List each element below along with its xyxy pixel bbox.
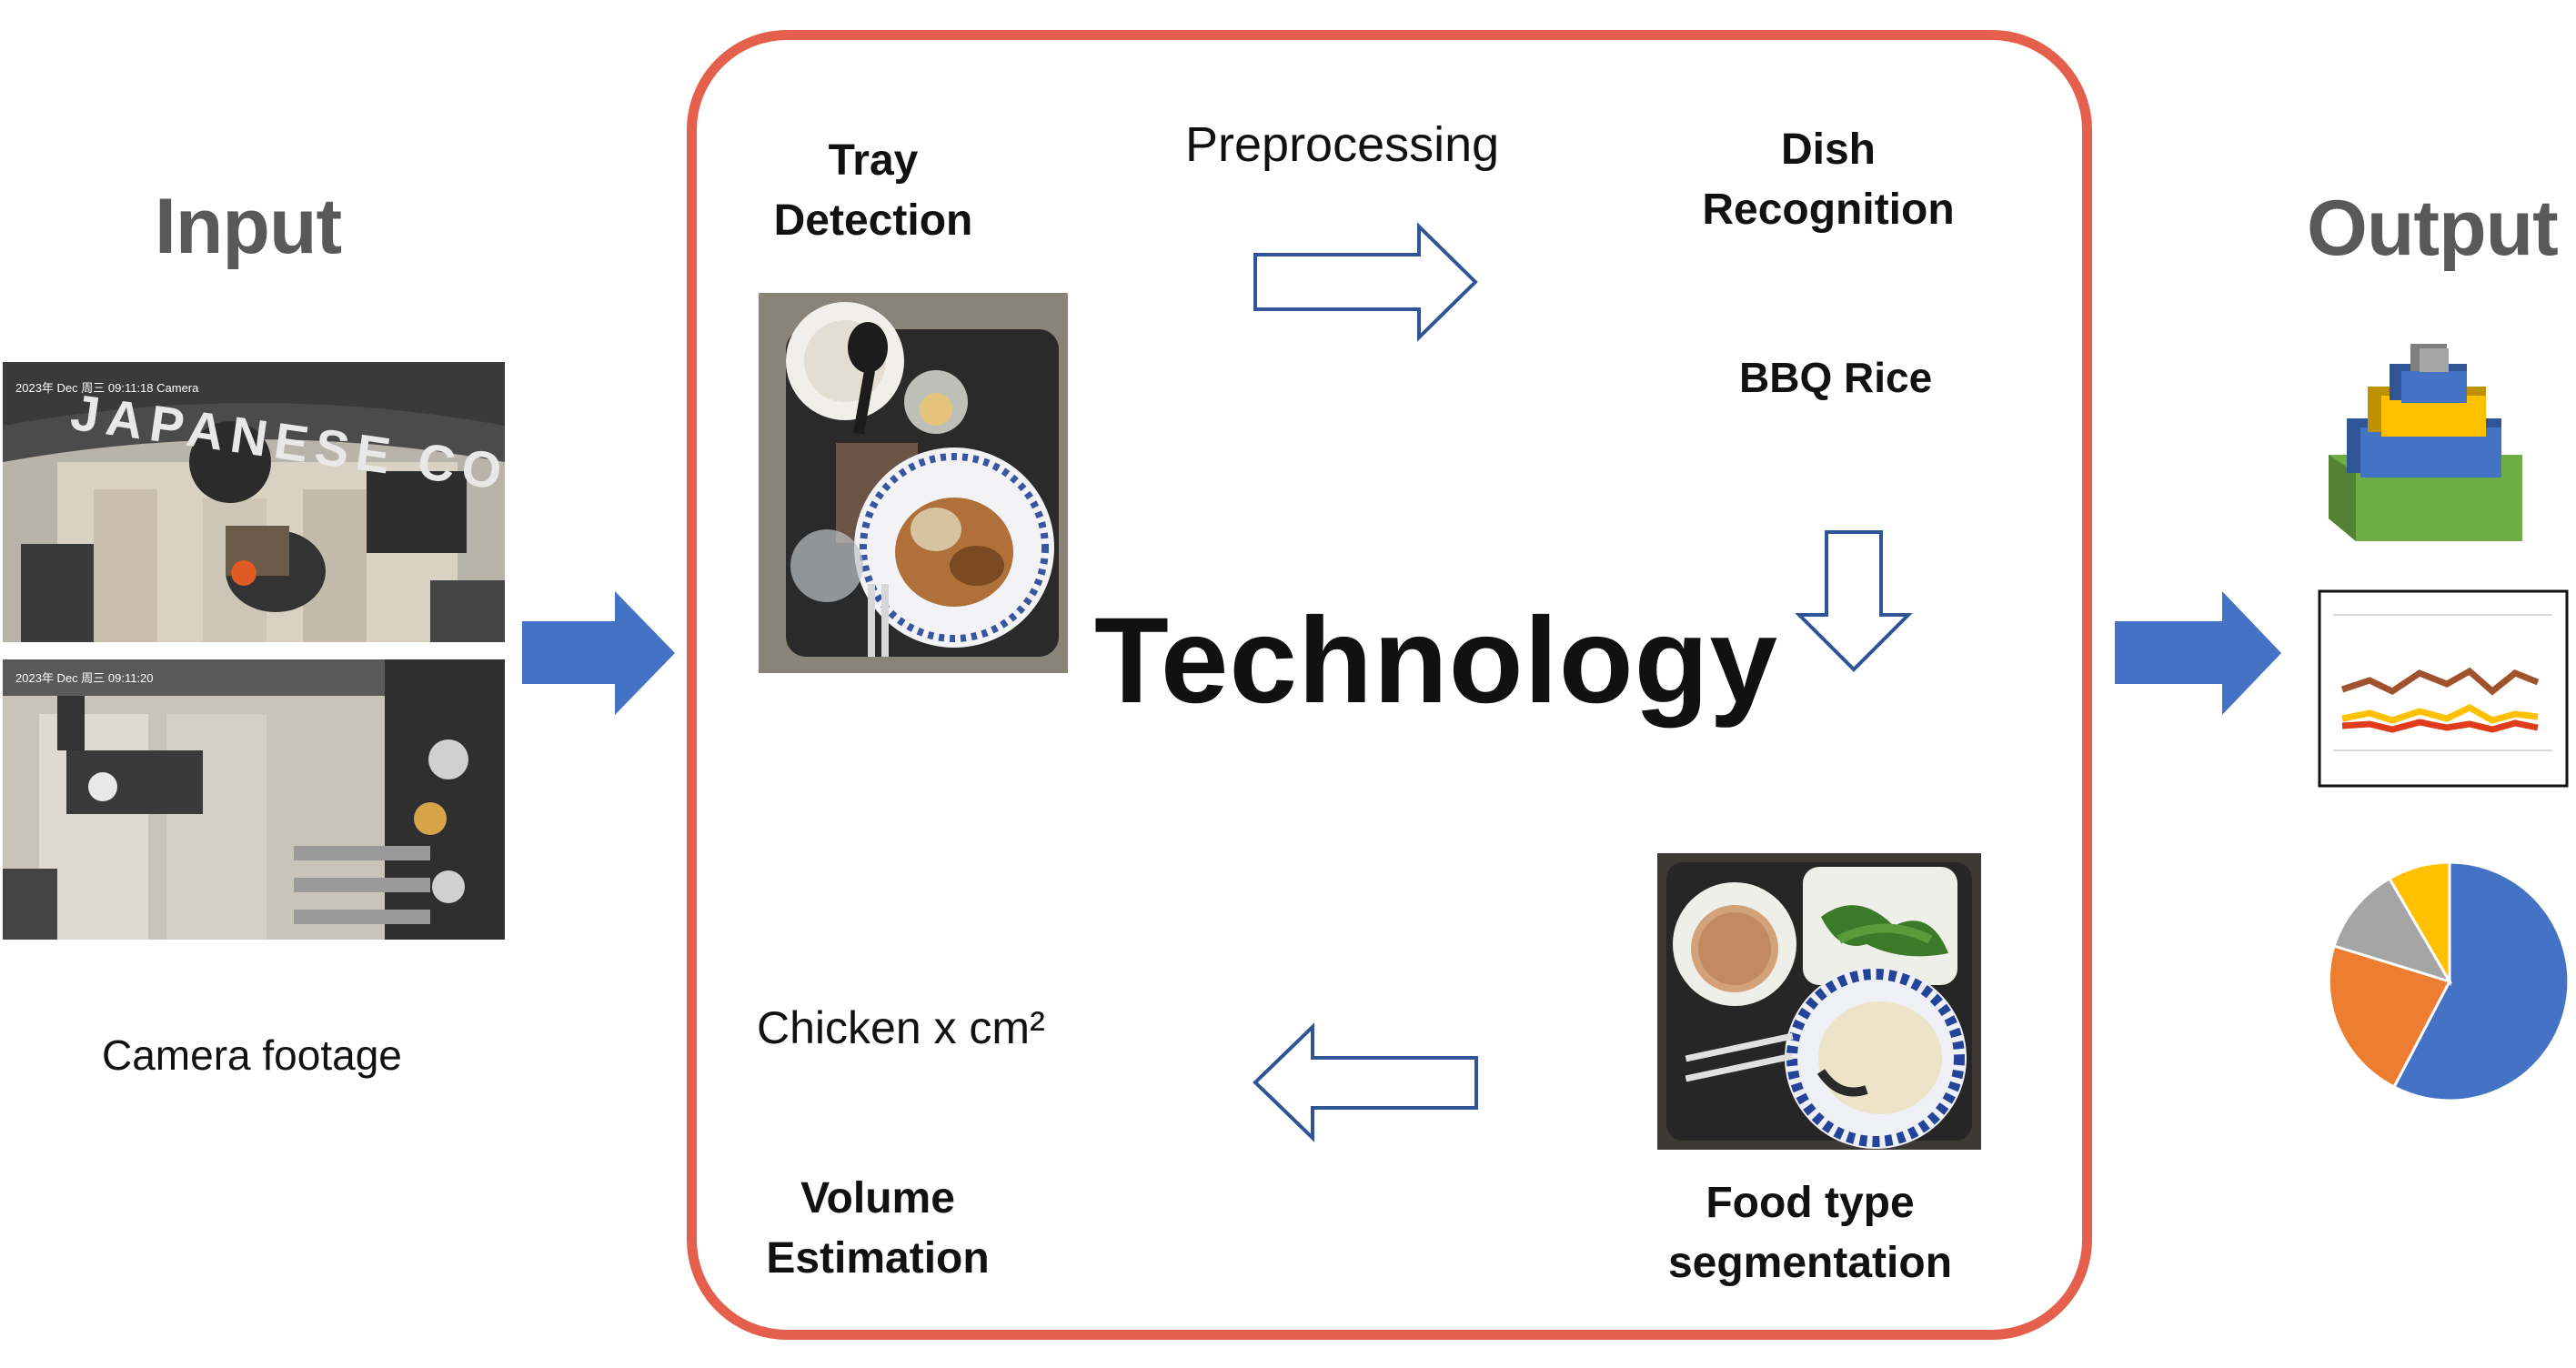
tray-detection-image [759,293,1068,673]
input-heading: Input [155,183,342,270]
line-chart-icon [2318,589,2569,788]
output-flow-arrow-icon [2115,591,2281,715]
line-series-red [2341,719,2539,733]
food-segmentation-label: Food type segmentation [1667,1179,1953,1287]
line-series-brown [2340,667,2540,696]
input-flow-arrow-icon [522,591,675,715]
pie-slice-blue [2391,860,2571,1102]
camera-footage-image-2: 2023年 Dec 周三 09:11:20 [3,659,505,940]
tray-detection-label: Tray Detection [773,136,973,245]
technology-box [687,30,2092,1340]
pie-chart-icon [2327,860,2571,1102]
preprocessing-label: Preprocessing [1185,117,1500,172]
camera-footage-image-1: 2023年 Dec 周三 09:11:18 Camera JAPANESE CO [3,362,505,642]
pyramid-chart-icon [2329,344,2522,541]
pie-slice-gray [2332,876,2453,984]
line-series-yellow [2341,704,2539,724]
volume-result-label: Chicken x cm² [757,1002,1045,1053]
output-heading: Output [2307,185,2559,272]
camera-2-timestamp: 2023年 Dec 周三 09:11:20 [15,671,154,685]
dish-recognition-label: Dish Recognition [1702,126,1955,234]
pie-slice-orange [2327,944,2452,1090]
dish-result-label: BBQ Rice [1739,354,1933,401]
food-segmentation-image [1657,853,1981,1150]
camera-1-timestamp: 2023年 Dec 周三 09:11:18 Camera [15,381,199,395]
pie-slice-yellow [2387,860,2451,987]
input-caption: Camera footage [102,1031,402,1079]
volume-estimation-label: Volume Estimation [766,1174,990,1282]
technology-title: Technology [1094,593,1778,729]
